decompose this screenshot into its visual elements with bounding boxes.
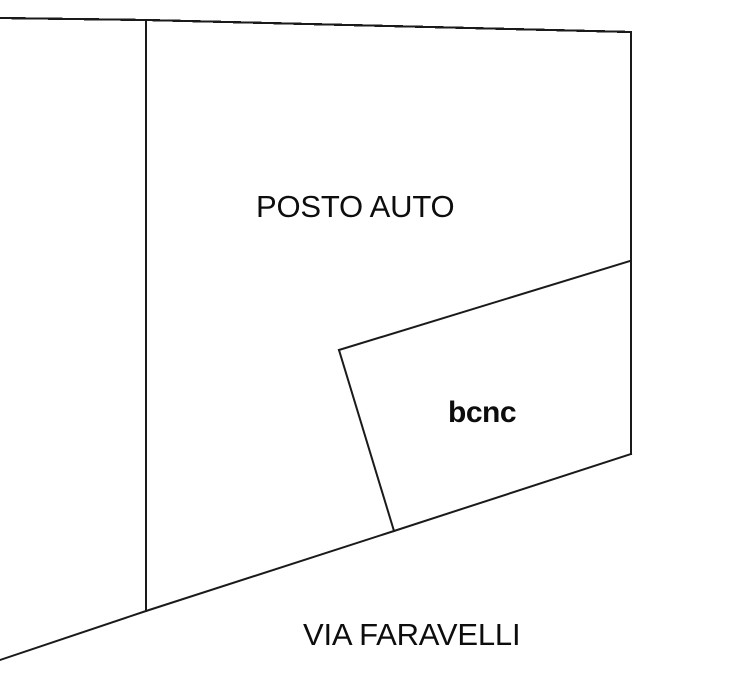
bcnc-left-edge	[337, 348, 396, 533]
bcnc-top-edge	[337, 259, 632, 352]
via-faravelli-line	[0, 452, 633, 662]
posto-auto-label: POSTO AUTO	[256, 189, 455, 224]
top-boundary-line	[0, 16, 633, 34]
bcnc-label: bcnc	[448, 396, 517, 429]
via-faravelli-label: VIA FARAVELLI	[303, 617, 521, 652]
